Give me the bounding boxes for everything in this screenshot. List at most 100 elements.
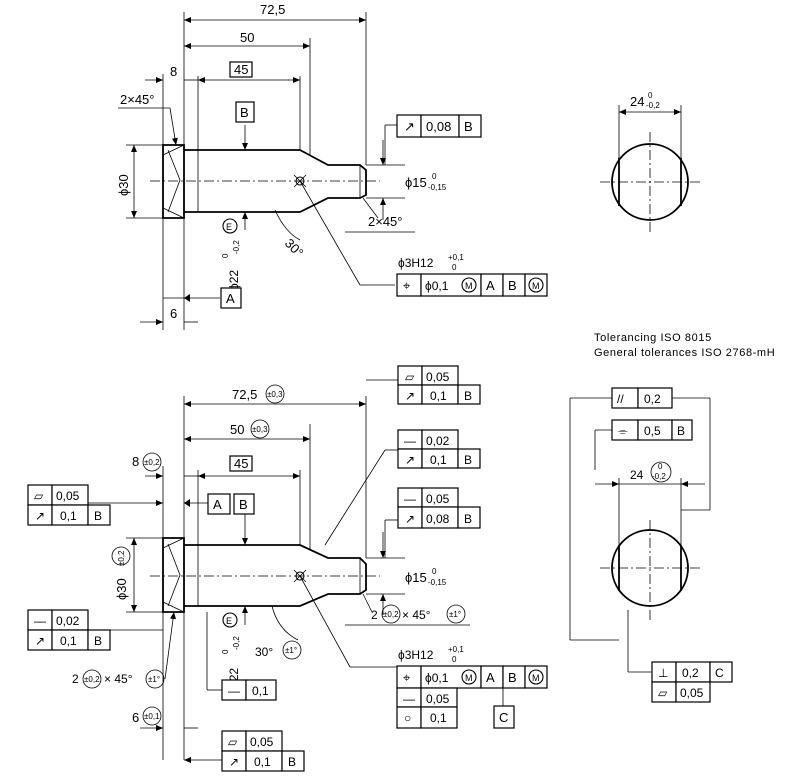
tol-circle [142, 706, 162, 726]
dim-dia-15: ϕ15 [405, 570, 427, 585]
dim-24: 24 [630, 94, 644, 109]
tol-circle [250, 419, 270, 439]
fcf-symbol: ⌖ [403, 278, 411, 293]
dim-angle-30: 30° [255, 645, 273, 659]
tol-upper: +0,1 [448, 253, 464, 262]
fcf-symbol: ▱ [228, 735, 238, 749]
top-hole [295, 176, 305, 186]
fcf-symbol: ▱ [405, 370, 415, 384]
datum-triangle [184, 499, 190, 507]
datum-b-box [235, 101, 255, 123]
fcf-symbol: — [228, 684, 240, 698]
dim-45: 45 [234, 456, 248, 471]
fcf-datum: B [464, 389, 472, 403]
dim-dia-22: ϕ22 [227, 270, 241, 290]
fcf-parallel [611, 387, 673, 409]
fcf-value: 0,05 [426, 370, 450, 384]
dim-24: 24 [630, 468, 644, 482]
bottom-fcf-mid-right: — 0,02 ↗ 0,1 B [397, 429, 481, 469]
fcf-perpendicular [651, 661, 733, 703]
top-shaft-view [150, 144, 380, 219]
fcf-datum: B [94, 509, 102, 523]
datum-c-box [493, 705, 515, 729]
angle-arc [274, 209, 301, 241]
fcf-value: 0,1 [430, 389, 447, 403]
tol: ±1° [285, 646, 297, 655]
bottom-fcf-bottom: ▱ 0,05 ↗ 0,1 B [184, 730, 305, 772]
fcf-value: 0,05 [426, 492, 450, 506]
mmc-circle [528, 669, 544, 685]
fcf-datum: B [94, 634, 102, 648]
fcf-symbol: ⌖ [403, 670, 411, 685]
fcf-symbol: // [617, 392, 624, 406]
fcf-value: 0,5 [644, 424, 661, 438]
fcf-value: 0,2 [644, 392, 661, 406]
fcf-datum: B [508, 670, 517, 685]
tol-lower: -0,15 [428, 578, 447, 587]
bottom-fcf-top-right: ▱ 0,05 ↗ 0,1 B [366, 365, 481, 405]
fcf-value: 0,02 [426, 434, 450, 448]
fcf-mod: M [532, 281, 540, 291]
bottom-fcf-left-mid: — 0,02 ↗ 0,1 B [27, 609, 163, 651]
dim-45: 45 [234, 62, 248, 77]
dim-angle-30: 30° [282, 236, 307, 261]
chamfer-leader [164, 611, 177, 680]
chamfer-leader [362, 197, 379, 219]
fcf-value: 0,1 [60, 634, 77, 648]
hole-dia: ϕ3H12 [398, 256, 434, 270]
mmc-circle [461, 277, 477, 293]
fcf-datum: C [715, 666, 724, 680]
note-tolerancing: Tolerancing ISO 8015 [594, 332, 712, 344]
dim-dia-30: ϕ30 [116, 174, 131, 196]
fcf-symbol: ⌯ [618, 424, 628, 438]
bottom-shaft-body [184, 544, 367, 607]
bottom-fcf-position: ϕ3H12 +0,1 0 ⌖ ϕ0,1 M A B M — 0,05 ○ 0,1… [396, 645, 548, 729]
mmc-circle [461, 669, 477, 685]
dim-chamfer-left: 2 [72, 672, 79, 686]
bottom-end-view: // 0,2 ⌯ 0,5 B 24 0 -0,2 [569, 387, 733, 703]
tol-circle [145, 669, 165, 689]
fcf-value: 0,05 [680, 686, 704, 700]
fcf-value: 0,05 [250, 735, 274, 749]
fcf-datum: B [464, 453, 472, 467]
tol-lower: -0,2 [646, 101, 660, 110]
position-leader [299, 180, 361, 286]
datum-a-triangle [184, 294, 190, 302]
fcf-value: ϕ0,1 [425, 671, 449, 685]
end-circle [611, 143, 689, 221]
tol-upper: 0 [221, 649, 230, 654]
tol-upper: +0,1 [448, 645, 464, 654]
fcf-symbol: — [404, 492, 416, 506]
bottom-fcf-left-top: ▱ 0,05 ↗ 0,1 B [27, 484, 163, 526]
fcf-mod: M [465, 673, 473, 683]
fcf-symbol: ⊥ [658, 666, 668, 680]
fcf-symbol: — [34, 614, 46, 628]
dim-chamfer-right: 2 [371, 608, 378, 622]
fcf-mod: M [532, 673, 540, 683]
bottom-fcf-lower-right: — 0,05 ↗ 0,08 B [384, 487, 481, 558]
bottom-flange [162, 537, 185, 613]
datum-b: B [239, 497, 248, 512]
tol-upper: 0 [432, 172, 437, 181]
dim-dia-30: ϕ30 [114, 578, 129, 600]
fcf-symbol: — [404, 434, 416, 448]
top-fcf-position: ϕ3H12 +0,1 0 ⌖ ϕ0,1 M A B M [396, 253, 548, 297]
tol-lower: 0 [452, 655, 457, 664]
tol: ±0,2 [84, 675, 100, 684]
dim-dia-15: ϕ15 [405, 175, 427, 190]
fcf-symbol: ▱ [34, 489, 44, 503]
fcf-datum: B [464, 512, 472, 526]
tol: ±0,3 [252, 425, 268, 434]
tol-lower: -0,2 [652, 472, 666, 481]
fcf-symbol: ↗ [405, 453, 415, 467]
hole-dia: ϕ3H12 [398, 648, 434, 662]
fcf-value: 0,02 [56, 614, 80, 628]
fcf-symmetry [611, 419, 693, 441]
note-general-tolerances: General tolerances ISO 2768-mH [594, 347, 775, 359]
fcf-symbol: ▱ [658, 686, 668, 700]
chamfer-leader [169, 107, 178, 146]
tol: ±1° [449, 610, 461, 619]
dim-6: 6 [132, 710, 139, 725]
mmc-circle [528, 277, 544, 293]
fcf-value: ϕ0,1 [425, 279, 449, 293]
